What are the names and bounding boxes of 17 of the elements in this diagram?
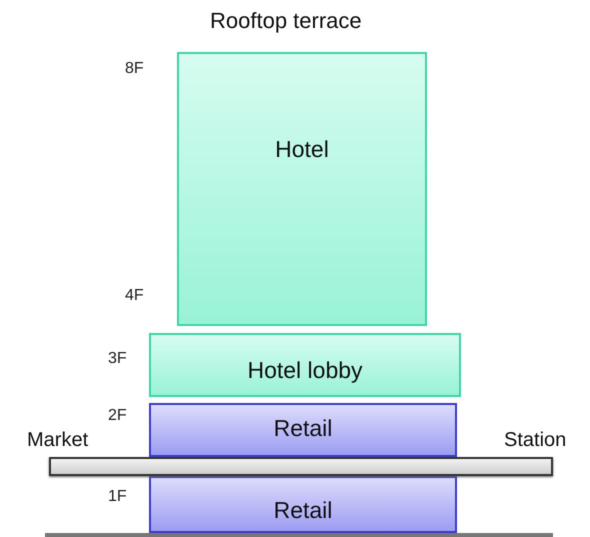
- deck-bar: [49, 457, 553, 476]
- place-label: Station: [504, 429, 566, 452]
- floor-number: 8F: [125, 60, 144, 78]
- floor-number: 4F: [125, 287, 144, 305]
- floor-number: 1F: [108, 488, 127, 506]
- floor-block: [149, 476, 457, 533]
- floor-use-label: Hotel: [275, 136, 329, 162]
- floor-use-label: Retail: [274, 497, 332, 524]
- floor-number: 3F: [108, 350, 127, 368]
- floor-number: 2F: [108, 407, 127, 425]
- floor-use-label: Retail: [274, 414, 332, 442]
- floor-use-label: Hotel lobby: [247, 356, 363, 384]
- floor-block: [149, 333, 461, 397]
- place-label: Market: [27, 429, 88, 452]
- floor-block: [177, 52, 427, 326]
- floor-block: [149, 403, 457, 457]
- roof-label: Rooftop terrace: [210, 8, 362, 34]
